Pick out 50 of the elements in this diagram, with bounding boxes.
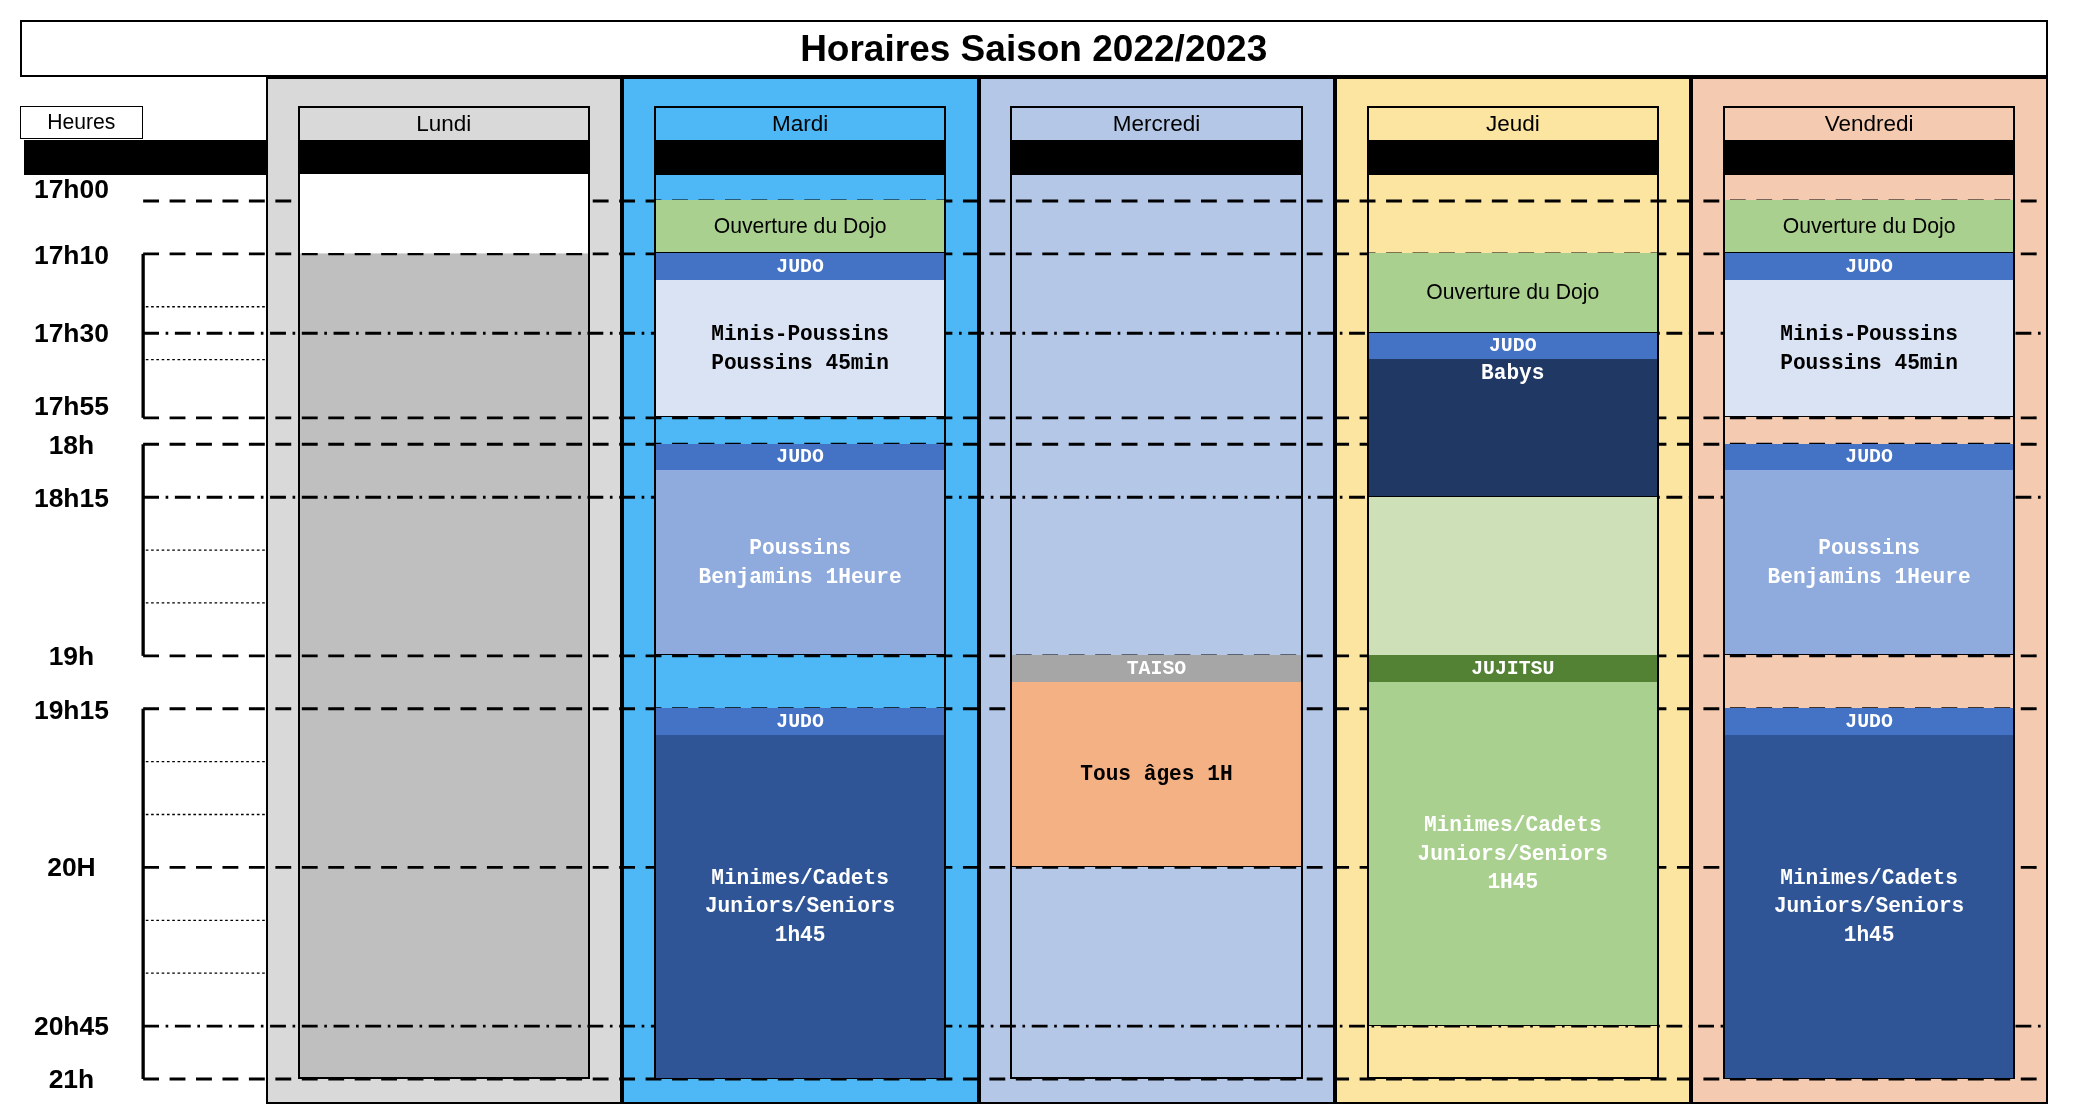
class-details: Poussins Benjamins 1Heure [697, 535, 903, 591]
class-tag: TAISO [1012, 655, 1301, 682]
class-tag: JUDO [1724, 443, 2014, 471]
title: Horaires Saison 2022/2023 [19, 19, 2048, 77]
class-tag: JUDO [655, 253, 945, 280]
opening-block: Ouverture du Dojo [1368, 253, 1657, 333]
class-tag: JUDO [1368, 332, 1657, 360]
time-label: 20H [46, 851, 97, 885]
time-label: 18h [47, 429, 96, 463]
class-block [1368, 655, 1657, 1026]
empty-slot [299, 173, 588, 254]
class-details: Tous âges 1H [1080, 761, 1233, 789]
class-tag: JUDO [1724, 708, 2014, 735]
time-label: 19h15 [32, 693, 110, 727]
class-tag: JUJITSU [1368, 655, 1657, 682]
time-label: 19h [47, 639, 96, 673]
class-details: Babys [1481, 360, 1545, 388]
opening-block: Ouverture du Dojo [655, 200, 945, 254]
time-label: 17h30 [32, 316, 110, 350]
time-label: 17h00 [32, 172, 110, 206]
class-details: Minis-Poussins Poussins 45min [1779, 320, 1959, 377]
class-block [655, 443, 945, 656]
time-label: 18h15 [32, 482, 110, 516]
class-block [1012, 655, 1301, 868]
class-details: Minimes/Cadets Juniors/Seniors 1H45 [1416, 812, 1609, 897]
day-column [297, 105, 590, 1080]
column-heading: Heures [19, 105, 143, 139]
class-block [655, 253, 945, 418]
empty-slot [1368, 496, 1657, 656]
class-details: Minimes/Cadets Juniors/Seniors 1h45 [1772, 864, 1966, 949]
class-block [1724, 443, 2014, 656]
class-tag: JUDO [655, 708, 945, 735]
class-tag: JUDO [1724, 253, 2014, 280]
class-details: Minis-Poussins Poussins 45min [710, 320, 890, 377]
class-tag: JUDO [655, 443, 945, 471]
time-label: 21h [47, 1062, 96, 1096]
day-column [1722, 105, 2016, 1080]
day-column [1010, 105, 1303, 1080]
class-block [1724, 708, 2014, 1079]
class-block [1724, 253, 2014, 418]
time-label: 20h45 [32, 1009, 110, 1043]
time-label: 17h55 [32, 389, 110, 423]
class-details: Minimes/Cadets Juniors/Seniors 1h45 [703, 864, 897, 949]
opening-block: Ouverture du Dojo [1724, 200, 2014, 254]
day-column [653, 105, 947, 1080]
class-details: Poussins Benjamins 1Heure [1766, 535, 1972, 591]
day-column [1366, 105, 1659, 1080]
time-label: 17h10 [32, 238, 110, 272]
class-block [655, 708, 945, 1079]
class-block [1368, 332, 1657, 497]
